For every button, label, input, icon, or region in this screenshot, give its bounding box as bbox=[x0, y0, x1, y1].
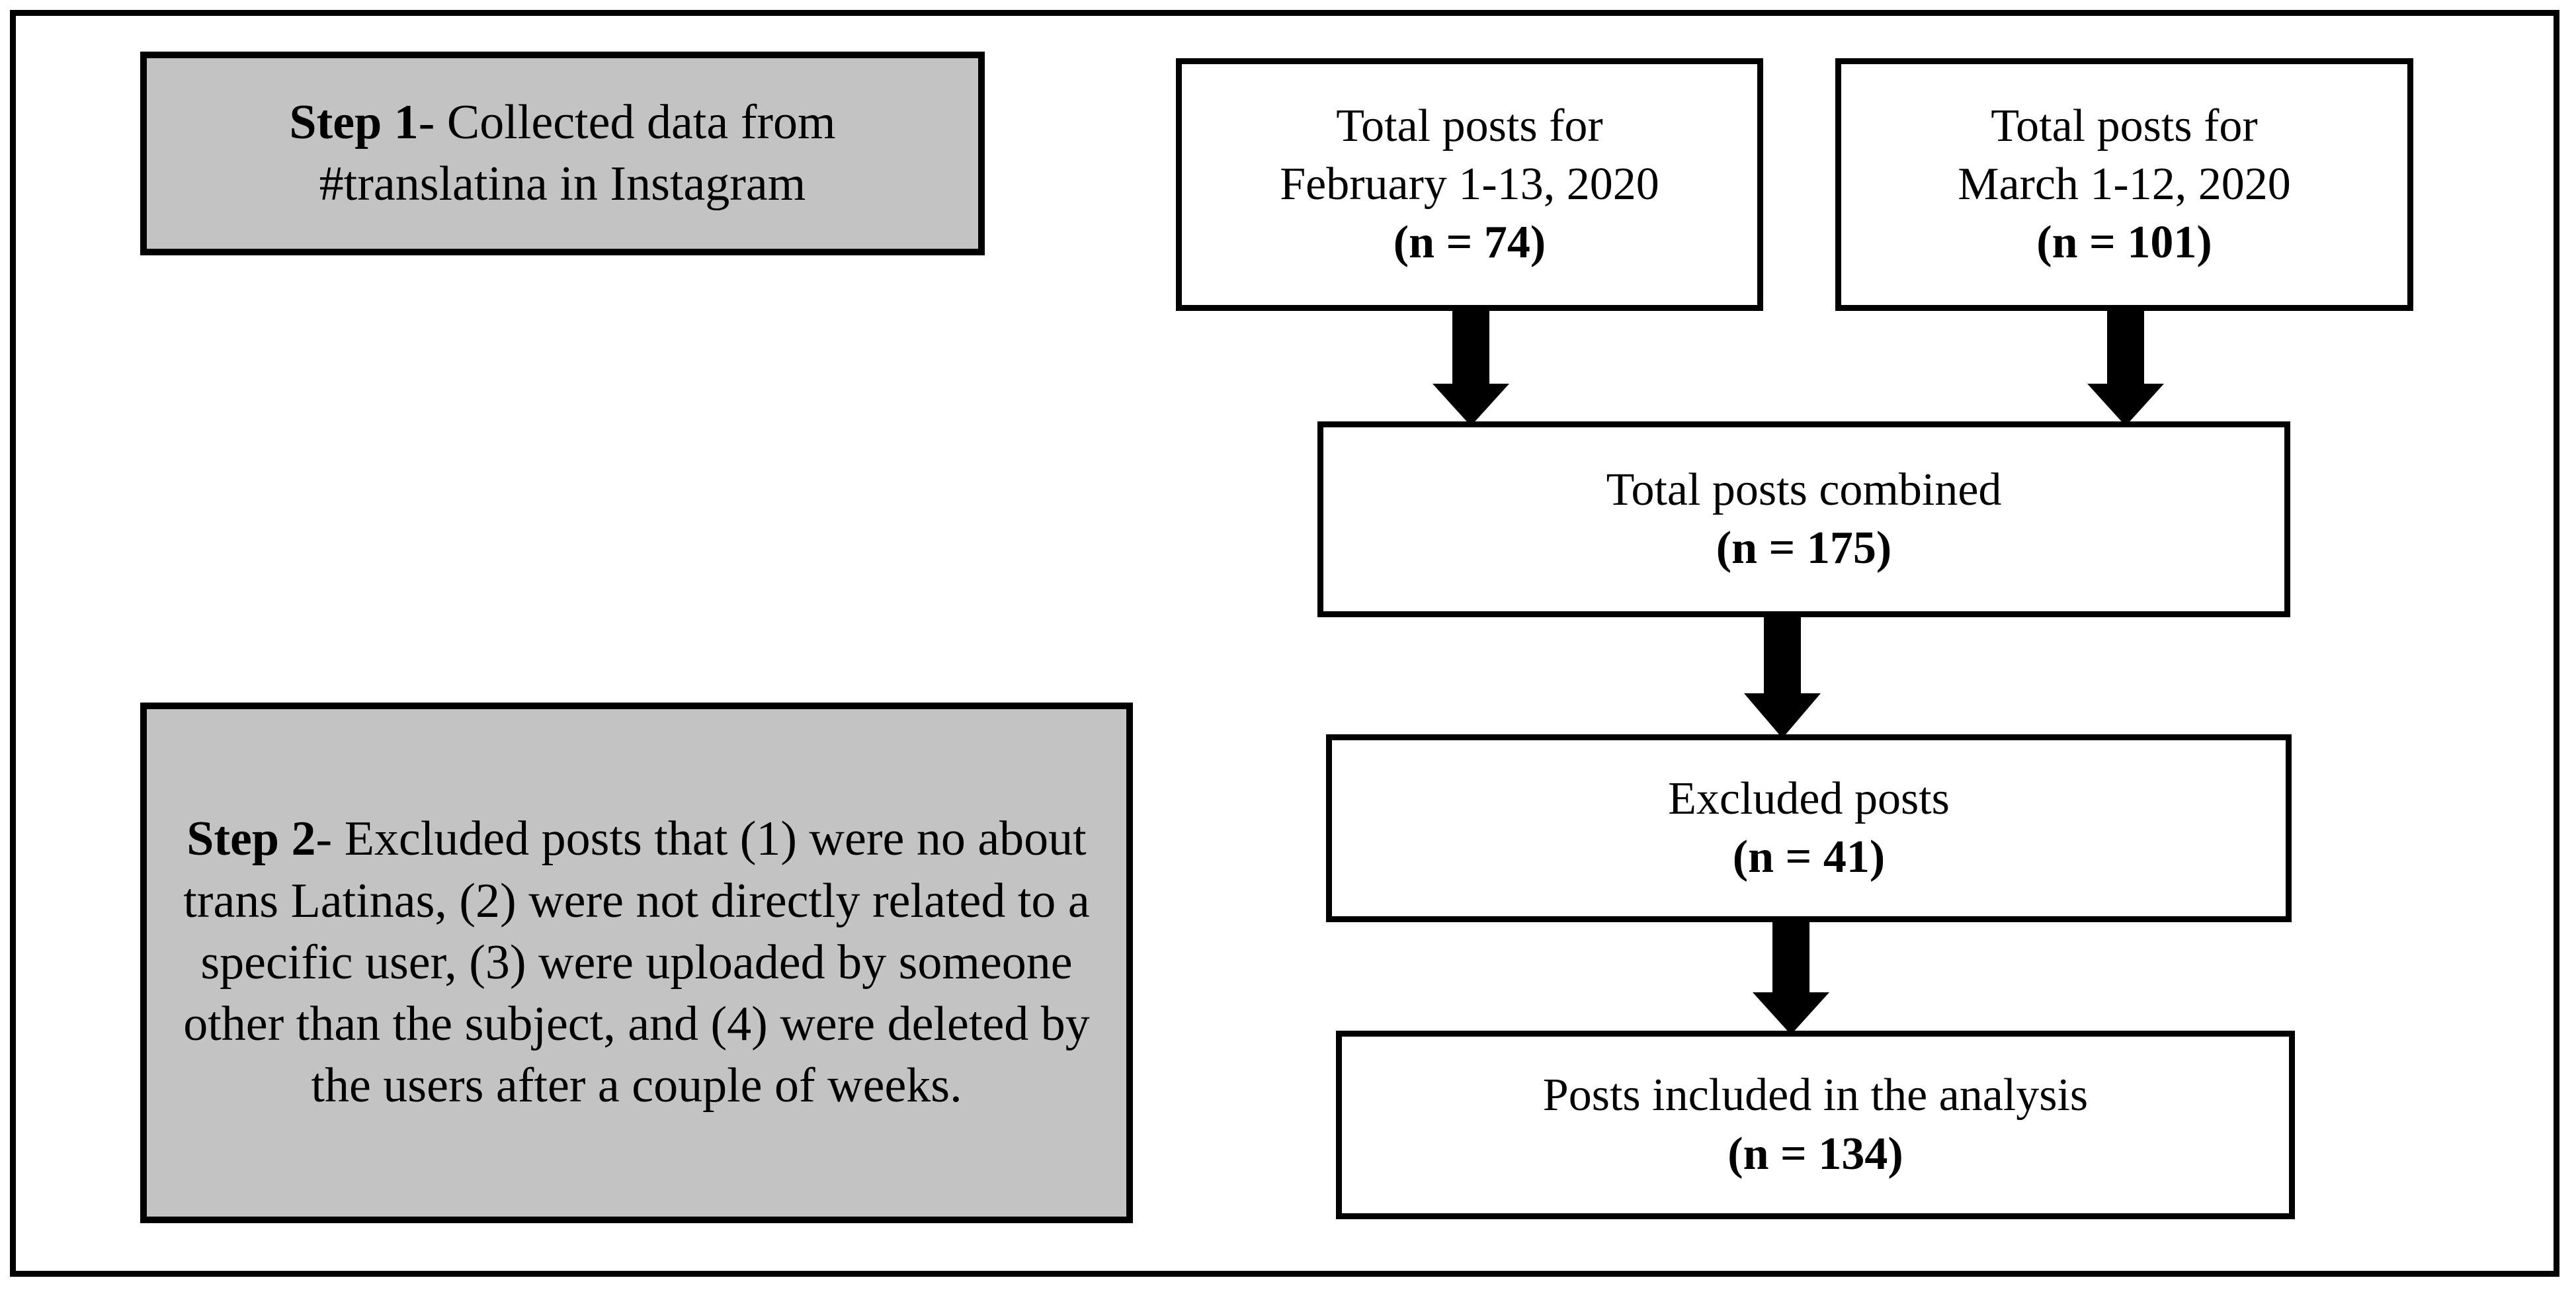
step-2-text: Excluded posts that (1) were no about tr… bbox=[183, 812, 1090, 1113]
step-2-paragraph: Step 2- Excluded posts that (1) were no … bbox=[173, 808, 1100, 1117]
arrow-march-to-combined-icon bbox=[2087, 310, 2164, 426]
combined-count: (n = 175) bbox=[1716, 523, 1892, 574]
included-count: (n = 134) bbox=[1727, 1128, 1903, 1180]
march-line-2: March 1-12, 2020 bbox=[1958, 158, 2291, 210]
arrow-excluded-to-included-icon bbox=[1753, 920, 1829, 1035]
arrow-february-to-combined-icon bbox=[1433, 310, 1509, 426]
node-total-posts-february: Total posts for February 1-13, 2020 (n =… bbox=[1176, 58, 1763, 311]
step-2-annotation-box: Step 2- Excluded posts that (1) were no … bbox=[140, 703, 1133, 1223]
step-2-label: Step 2 bbox=[187, 812, 316, 867]
step-1-line-1: Step 1- Collected data from bbox=[289, 92, 835, 153]
included-line-1: Posts included in the analysis bbox=[1542, 1070, 2089, 1121]
step-2-dash: - bbox=[315, 812, 345, 867]
step-1-annotation-box: Step 1- Collected data from #translatina… bbox=[140, 52, 985, 255]
february-count: (n = 74) bbox=[1393, 217, 1546, 269]
march-count: (n = 101) bbox=[2036, 217, 2212, 269]
step-1-label: Step 1 bbox=[289, 95, 419, 150]
arrow-combined-to-excluded-icon bbox=[1744, 615, 1821, 738]
node-total-posts-march: Total posts for March 1-12, 2020 (n = 10… bbox=[1835, 58, 2413, 311]
february-line-2: February 1-13, 2020 bbox=[1280, 158, 1659, 210]
node-excluded-posts: Excluded posts (n = 41) bbox=[1326, 734, 2292, 922]
node-total-posts-combined: Total posts combined (n = 175) bbox=[1317, 421, 2290, 617]
march-line-1: Total posts for bbox=[1991, 100, 2258, 151]
step-1-dash: - bbox=[418, 95, 447, 150]
step-1-line-1-text: Collected data from bbox=[446, 95, 836, 150]
february-line-1: Total posts for bbox=[1336, 100, 1603, 151]
excluded-line-1: Excluded posts bbox=[1668, 773, 1950, 824]
step-1-line-2: #translatina in Instagram bbox=[319, 157, 806, 211]
node-posts-included-in-analysis: Posts included in the analysis (n = 134) bbox=[1336, 1031, 2295, 1219]
combined-line-1: Total posts combined bbox=[1606, 464, 2002, 515]
excluded-count: (n = 41) bbox=[1732, 832, 1886, 882]
